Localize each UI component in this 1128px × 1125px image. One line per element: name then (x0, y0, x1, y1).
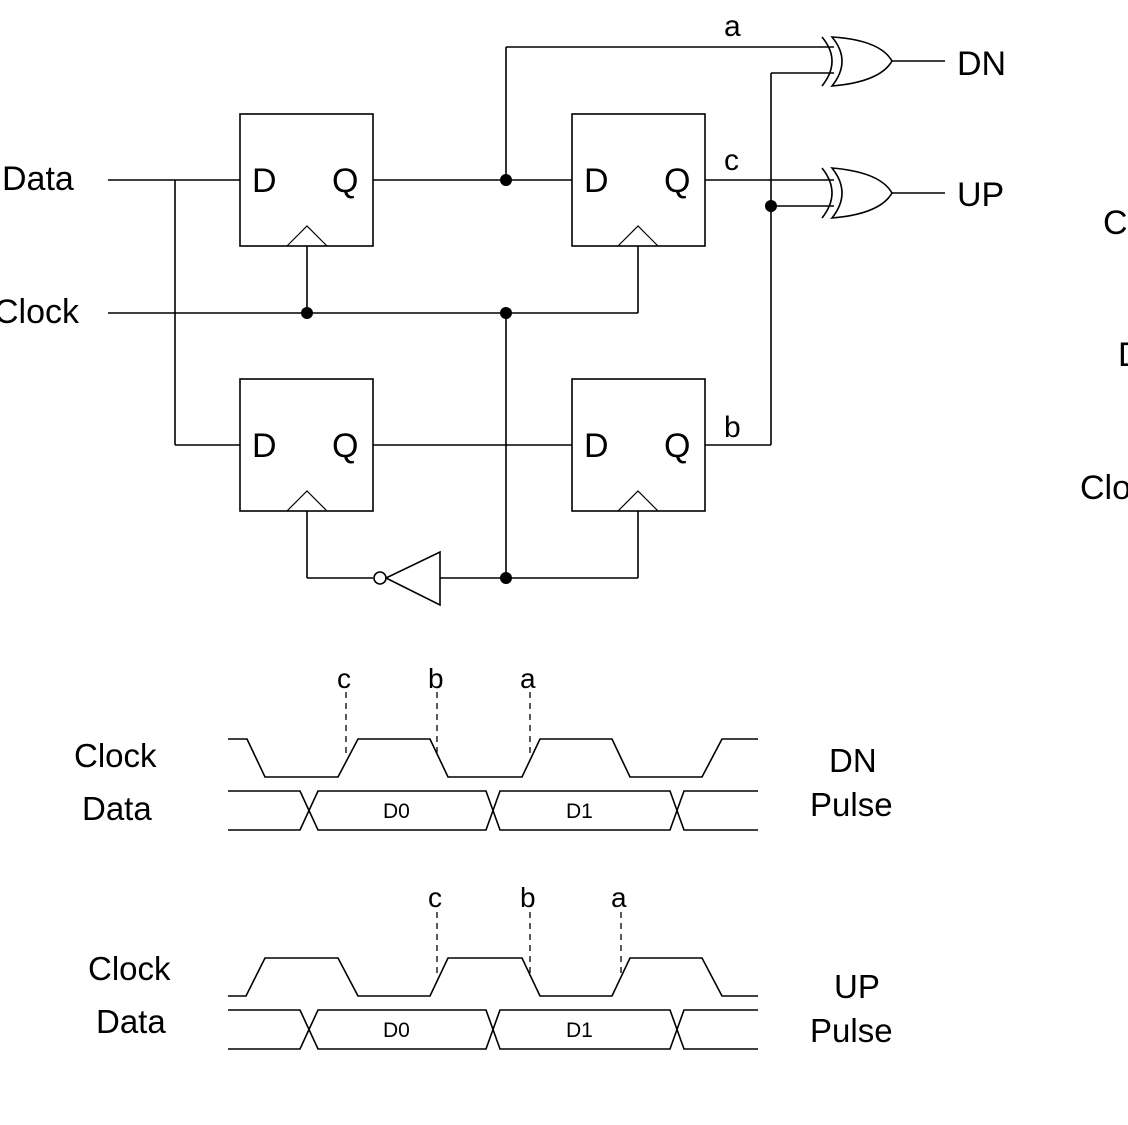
node-b-label: b (724, 411, 741, 444)
ff4-q-label: Q (664, 427, 690, 465)
node-a-wire (373, 46, 834, 181)
clock-input-label: Clock (0, 293, 80, 331)
dn-pulse-label-line2: Pulse (810, 786, 893, 823)
flip-flop-2: D Q (571, 113, 706, 247)
up-pulse-label-line1: UP (834, 968, 880, 1005)
ff3-d-label: D (252, 427, 277, 465)
ff1-d-label: D (252, 162, 277, 200)
node-a-label: a (724, 10, 741, 43)
up-data-cell-d0: D0 (383, 1019, 410, 1042)
up-marker-a-label: a (611, 882, 627, 913)
ff4-d-label: D (584, 427, 609, 465)
dn-data-cell-d1: D1 (566, 800, 593, 823)
circuit-schematic: Data Clock D (0, 10, 1128, 607)
flip-flop-1: D Q (239, 113, 374, 247)
up-pulse-label-line2: Pulse (810, 1012, 893, 1049)
ff1-q-label: Q (332, 162, 358, 200)
dn-output-label: DN (957, 45, 1006, 83)
ff2-q-label: Q (664, 162, 690, 200)
up-data-waveform (228, 1009, 758, 1050)
ff3-q-label: Q (332, 427, 358, 465)
data-input-label: Data (2, 160, 74, 198)
dn-data-label: Data (82, 790, 152, 827)
timing-diagram-up: Clock Data D0 D1 c b a UP Pulse (88, 882, 893, 1050)
up-data-label: Data (96, 1003, 166, 1040)
flip-flop-4: D Q (571, 378, 706, 512)
dn-clock-waveform (228, 738, 758, 778)
xor-gate-up (821, 167, 945, 219)
cropped-label-2: D (1118, 336, 1128, 374)
xor-gate-dn (821, 36, 945, 87)
dn-data-cell-d0: D0 (383, 800, 410, 823)
cropped-label-3: Clo (1080, 469, 1128, 507)
up-marker-c-label: c (428, 882, 442, 913)
dn-marker-b-label: b (428, 663, 444, 694)
junction-dots (301, 174, 777, 584)
up-data-cell-d1: D1 (566, 1019, 593, 1042)
up-output-label: UP (957, 176, 1004, 214)
dn-clock-label: Clock (74, 737, 157, 774)
cropped-label-1: C (1103, 204, 1128, 242)
ff2-d-label: D (584, 162, 609, 200)
clock-inverter (373, 550, 441, 607)
dn-marker-c-label: c (337, 663, 351, 694)
dn-marker-a-label: a (520, 663, 536, 694)
up-clock-label: Clock (88, 950, 171, 987)
node-b-wire (705, 72, 834, 446)
dn-pulse-label-line1: DN (829, 742, 877, 779)
flip-flop-3: D Q (239, 378, 374, 512)
node-c-label: c (724, 144, 739, 177)
up-clock-waveform (228, 957, 758, 997)
timing-diagram-dn: Clock Data D0 D1 c b a DN Pulse (74, 663, 893, 831)
dn-data-waveform (228, 790, 758, 831)
up-marker-b-label: b (520, 882, 536, 913)
